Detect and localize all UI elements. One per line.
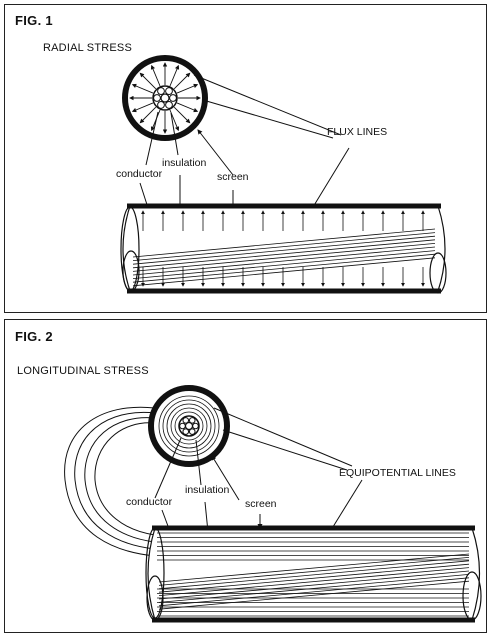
equipotential-lines-label: EQUIPOTENTIAL LINES	[339, 467, 456, 479]
radial-flux-arrow	[139, 72, 157, 90]
screen-label: screen	[217, 171, 249, 183]
figure-1-caption: RADIAL STRESS	[43, 42, 132, 54]
strand-line	[158, 580, 470, 610]
figure-2-panel: FIG. 2 LONGITUDINAL STRESS	[4, 319, 487, 633]
cable-side-view-2	[145, 525, 482, 623]
flux-lines-label: FLUX LINES	[327, 126, 388, 138]
insulation-label: insulation	[162, 157, 207, 169]
strand	[165, 87, 173, 95]
radial-flux-arrow	[131, 83, 154, 94]
longitudinal-stress-diagram	[64, 385, 482, 623]
radial-flux-arrow	[169, 64, 180, 87]
strand-line	[158, 557, 470, 586]
strand	[157, 87, 165, 95]
strand-line	[132, 235, 436, 265]
screen-leader	[197, 129, 234, 176]
conductor-strands	[153, 87, 177, 109]
strand	[188, 428, 196, 435]
strand	[165, 101, 173, 109]
insulation-leader	[170, 112, 179, 156]
insulation-label-2: insulation	[185, 484, 230, 496]
figure-1-panel: FIG. 1 RADIAL STRESS	[4, 4, 487, 313]
strand	[153, 94, 161, 102]
strand-line	[158, 553, 470, 583]
strand	[169, 94, 177, 102]
equipotential-rings	[158, 395, 220, 457]
equipotential-ring	[174, 411, 204, 441]
equip-leader-1	[213, 407, 353, 467]
fig1-leader-lines	[139, 74, 350, 246]
conductor-label: conductor	[116, 168, 163, 180]
conductor-strands-2	[179, 417, 199, 435]
cable-cross-section-2	[148, 385, 230, 467]
strand-line	[158, 563, 470, 593]
strand-line	[132, 232, 436, 261]
conductor-leader	[145, 111, 159, 166]
radial-flux-arrow	[131, 102, 154, 113]
radial-flux-arrows	[129, 62, 201, 134]
equipotential-ring	[166, 403, 212, 449]
radial-flux-arrow	[173, 106, 191, 124]
strand-line	[132, 228, 436, 258]
screen-label-2: screen	[245, 498, 277, 510]
radial-flux-arrow	[150, 64, 161, 87]
equipotential-ring	[162, 399, 216, 453]
conductor-core	[160, 93, 170, 103]
flux-leader-2	[202, 99, 334, 139]
strand-line	[158, 577, 470, 607]
strand	[157, 101, 165, 109]
strand-line	[158, 567, 470, 596]
equip-leader-2	[222, 429, 348, 471]
conductor-leader-2	[154, 437, 182, 499]
radial-flux-arrow	[173, 72, 191, 90]
strand-line	[158, 560, 470, 590]
flux-leader-1	[193, 74, 342, 136]
radial-flux-arrow	[176, 83, 199, 94]
equipotential-ring	[158, 395, 220, 457]
figure-2-caption: LONGITUDINAL STRESS	[17, 365, 149, 377]
strand	[188, 417, 196, 424]
strand-line	[132, 239, 436, 269]
radial-stress-diagram	[120, 55, 447, 294]
equipotential-arcs	[64, 406, 156, 557]
screen-leader-2	[211, 455, 240, 501]
cable-side-view	[120, 203, 447, 294]
conductor-label-2: conductor	[126, 496, 173, 508]
figure-1-title: FIG. 1	[15, 13, 53, 28]
conductor-strands-side-2	[158, 553, 470, 610]
radial-flux-arrow	[176, 102, 199, 113]
radial-flux-arrow	[139, 106, 157, 124]
equipotential-ring	[170, 407, 208, 445]
strand	[182, 428, 190, 435]
strand	[182, 417, 190, 424]
strand	[179, 422, 186, 430]
insulation-leader-2	[195, 439, 202, 486]
conductor-strands-side	[132, 228, 436, 287]
figure-2-title: FIG. 2	[15, 329, 53, 344]
strand-line	[158, 570, 470, 600]
flux-arrows-side	[141, 210, 425, 287]
strand-line	[158, 574, 470, 603]
strand	[192, 422, 199, 430]
strand-line	[132, 243, 436, 272]
cable-cross-section	[122, 55, 208, 141]
